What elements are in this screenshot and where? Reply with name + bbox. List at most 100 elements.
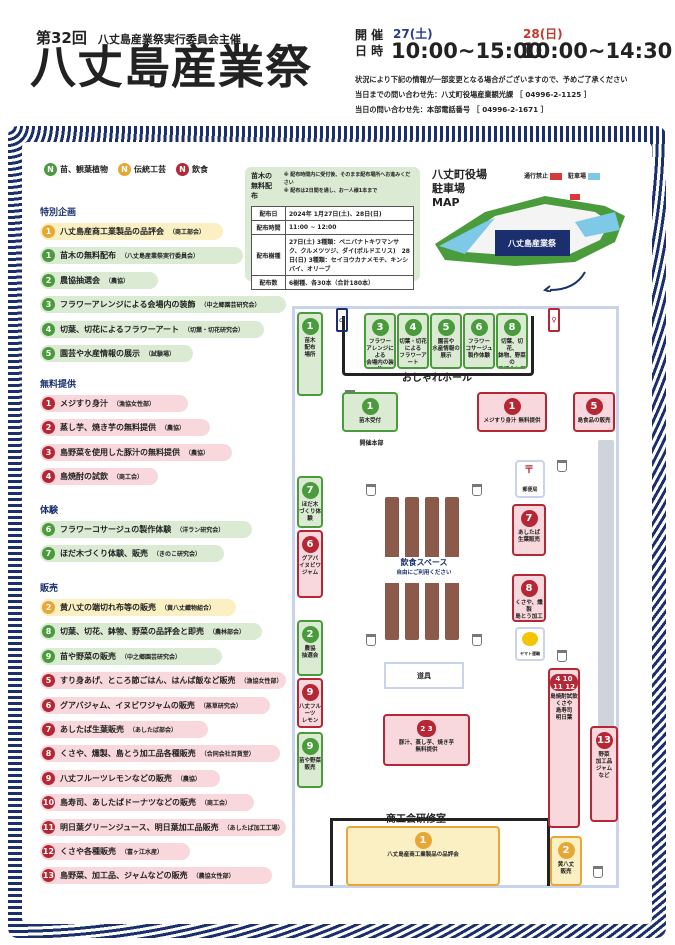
item-text: あしたば生葉販売 — [60, 725, 124, 734]
trash-icon — [366, 634, 376, 646]
seedling-notes: ※ 配布時間内に受付後、そのまま配布場所へお進みください※ 配布は2日間を通し、… — [283, 172, 411, 194]
item-number: 8 — [42, 747, 55, 761]
trash-icon — [472, 484, 482, 496]
item-number: 1 — [42, 397, 55, 410]
item-number: 6 — [42, 523, 55, 536]
item-number: 12 — [42, 845, 55, 858]
booth-label: 園芸や 水産情報の展示 — [432, 339, 460, 359]
yamato-icon — [522, 632, 538, 646]
item-number: 3 — [42, 445, 55, 459]
item-number: 2 — [42, 421, 55, 435]
section-title: 体験 — [40, 506, 59, 516]
item-number: 4 — [42, 470, 55, 484]
item-number: 4 — [42, 322, 55, 336]
booth-g6: 6 フラワー コサージュ 製作体験 — [463, 313, 495, 369]
item-number: 7 — [42, 723, 55, 736]
map-legend: 通行禁止 駐車場 — [524, 171, 601, 180]
booth-label: 切葉・切花 による フラワーアート — [399, 339, 427, 366]
item-organizer: （漁協女性部） — [240, 678, 283, 686]
booth-number: 13 — [595, 732, 613, 749]
legend-label: 伝統工芸 — [134, 165, 166, 174]
contact-before: 当日までの問い合わせ先：八丈町役場産業観光課 ［ 04996-2-1125 ］ — [355, 90, 591, 99]
section-title: 販売 — [40, 584, 59, 594]
day1-date: 27(土) — [393, 27, 433, 41]
side-building — [598, 440, 614, 750]
item-organizer: （あしたば加工工場） — [223, 824, 284, 832]
item-text: 島野菜、加工品、ジャムなどの販売 — [60, 871, 188, 881]
row-value: 6樹種、各30本（合計180本） — [285, 275, 414, 290]
booth-number: 1 — [301, 318, 319, 335]
hall-ojare-wall — [342, 316, 534, 376]
booth-label: フラワー コサージュ 製作体験 — [465, 339, 493, 359]
item-text: フラワーコサージュの製作体験 — [60, 525, 172, 534]
item-text: すり身あげ、ところ節ごはん、はんば飯など販売 — [60, 676, 236, 686]
booth-label: 野菜 加工品 ジャム など — [595, 752, 613, 779]
booth-number: 1 — [503, 398, 521, 415]
trash-icon — [557, 650, 567, 662]
day2-time: 10:00~14:30 — [521, 39, 673, 63]
item-organizer: （商工部会） — [169, 229, 206, 236]
booth-number: 2 3 — [417, 720, 436, 737]
item-text: 島寿司、あしたばドーナツなどの販売 — [60, 798, 196, 808]
booth-number: 2 — [557, 842, 575, 859]
item-number: 9 — [42, 649, 55, 663]
item-text: フラワーアレンジによる会場内の装飾 — [60, 300, 196, 310]
item-number: 2 — [42, 273, 55, 287]
item-text: 黄八丈の端切れ布等の販売 — [60, 603, 156, 612]
booth-label: 島食品の販売 — [577, 418, 611, 424]
yamato: ヤマト運輸 — [515, 627, 545, 661]
item-text: 農協抽選会 — [60, 275, 100, 285]
date-label: 開 催日 時 — [355, 28, 384, 58]
booth-number: 4 10 11 12 — [550, 674, 578, 691]
booth-label: ほだ木 づくり体験 — [299, 502, 322, 522]
header-subtitle: 第32回 八丈島産業祭実行委員会主催 — [36, 27, 241, 48]
item-organizer: （商工会） — [201, 800, 232, 808]
booth-number: 6 — [470, 319, 488, 336]
row-value: 2024年 1月27日(土)、28日(日) — [285, 206, 414, 221]
item-organizer: （蒸草研究会） — [199, 702, 242, 710]
booth-label: 八丈フルーツ レモン — [299, 704, 322, 724]
item-organizer: （農協） — [176, 775, 201, 783]
contact-day: 当日の問い合わせ先：本部電話番号 ［ 04996-2-1671 ］ — [355, 105, 548, 114]
booth-number: 7 — [301, 482, 319, 499]
booth-number: 5 — [585, 398, 603, 415]
post-office: 郵便局 — [515, 460, 545, 498]
booth-label: あしたば 生葉販売 — [517, 530, 540, 543]
item-number: 6 — [42, 698, 55, 712]
booth-label: 島焼酎試飲 くさや 島寿司 明日葉 — [550, 694, 578, 721]
booth-label: くさや、燻製 島とう加工品 — [515, 600, 543, 620]
item-organizer: （中之郷園芸研究会） — [121, 653, 182, 661]
item-number: 2 — [42, 601, 55, 614]
section-title: 無料提供 — [40, 380, 77, 390]
item-organizer: （農林部会） — [209, 629, 246, 637]
booth-label: 八丈島産商工業製品の品評会 — [387, 852, 459, 858]
item-organizer: （黄八丈織物組合） — [161, 605, 216, 612]
row-value: 27日(土) 3種類：ベニバナトキワマンサク、クルメツツジ、ダイ(ポルドエリス)… — [285, 234, 414, 276]
item-text: 切葉、切花によるフラワーアート — [60, 324, 179, 334]
item-number: 9 — [42, 771, 55, 785]
